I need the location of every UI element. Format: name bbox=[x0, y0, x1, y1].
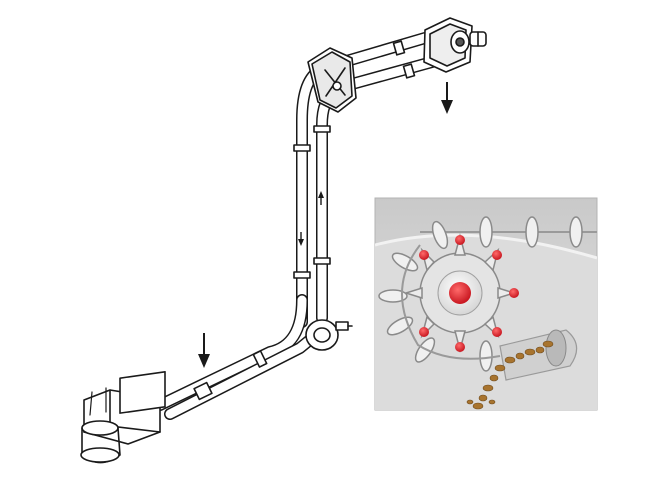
inlet-hopper bbox=[80, 371, 166, 464]
chain-top bbox=[420, 216, 597, 250]
flow-arrows bbox=[198, 82, 453, 368]
down-arrow-icon bbox=[441, 82, 453, 114]
sprocket-wheel bbox=[403, 233, 519, 353]
chain-wrap bbox=[378, 244, 501, 372]
discharge-spout bbox=[466, 329, 578, 410]
down-arrow-icon bbox=[298, 232, 304, 246]
drive-head bbox=[423, 17, 487, 73]
top-corner-housing bbox=[307, 47, 357, 113]
hub-red-marker bbox=[449, 282, 471, 304]
upper-tube-pair bbox=[334, 32, 438, 90]
lower-tube-pair bbox=[154, 294, 328, 420]
sprocket-detail-inset bbox=[374, 197, 598, 411]
up-arrow-icon bbox=[318, 191, 324, 205]
down-arrow-icon bbox=[198, 333, 210, 368]
conveyor-line-drawing bbox=[80, 17, 487, 464]
tooth-red-markers bbox=[419, 235, 519, 352]
corner-sprocket-housing bbox=[305, 319, 353, 351]
bulk-material bbox=[466, 340, 554, 410]
